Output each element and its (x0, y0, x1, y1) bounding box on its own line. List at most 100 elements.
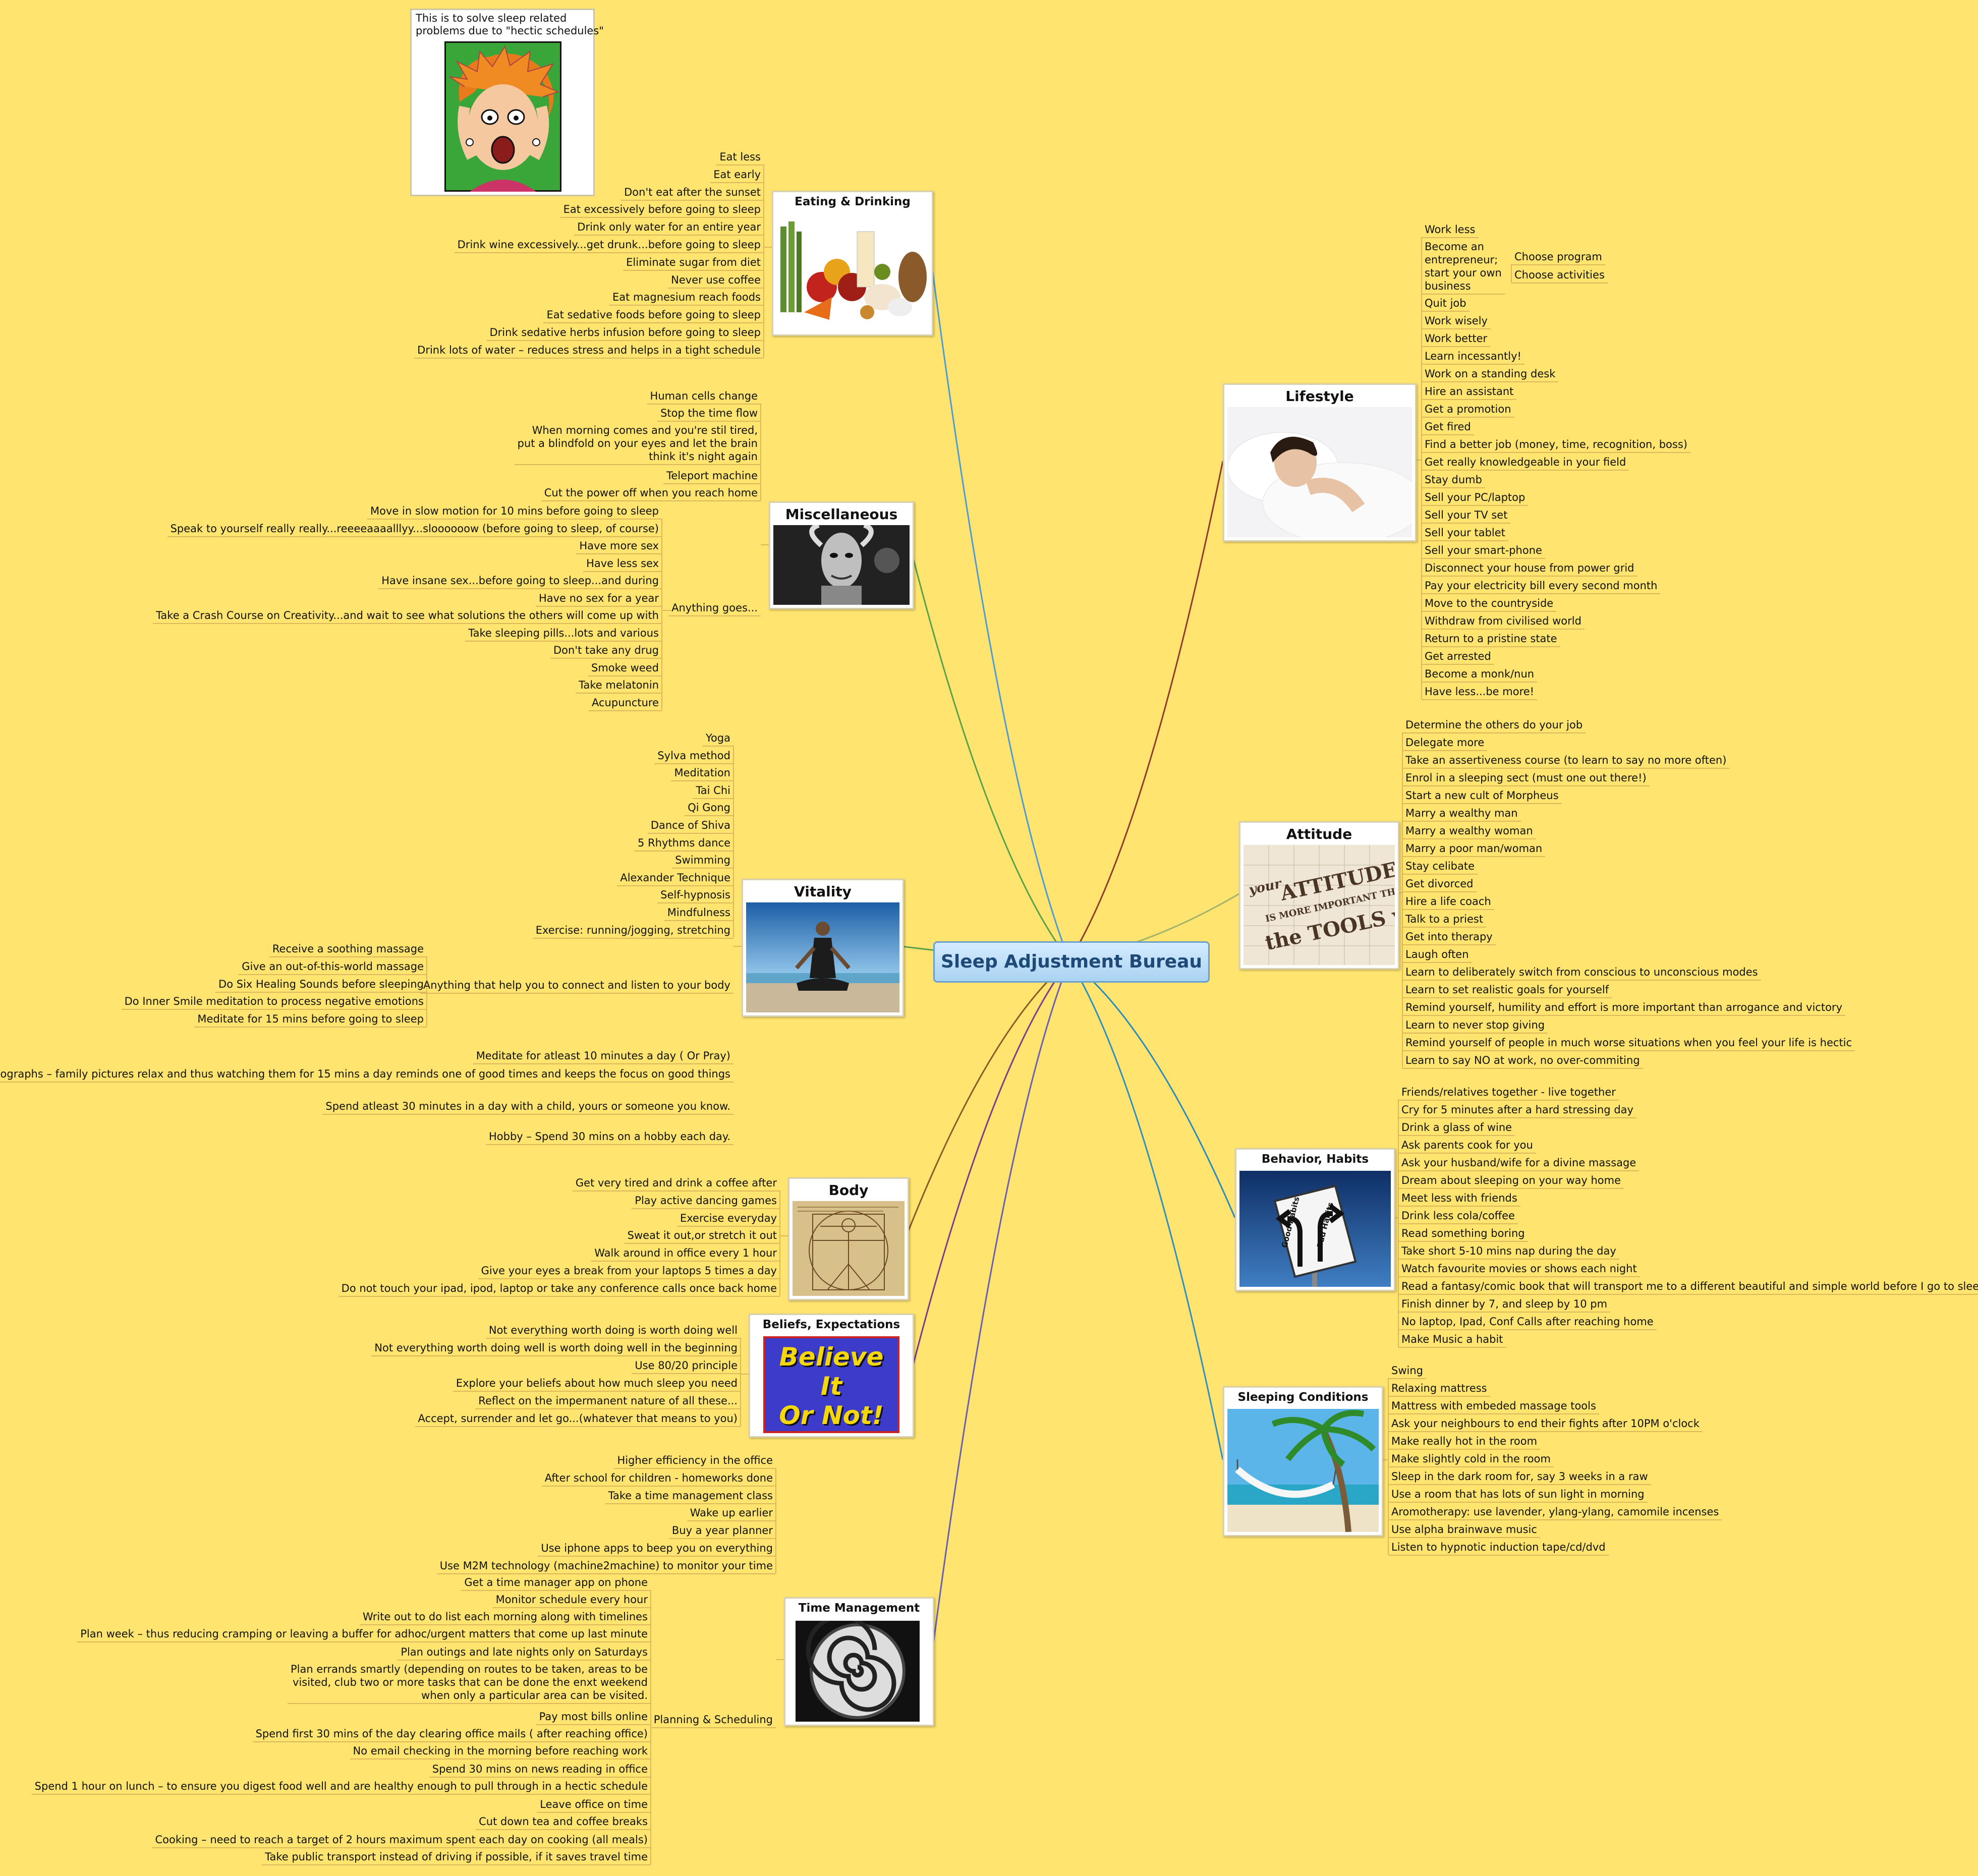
leaf-item[interactable]: Eat sedative foods before going to sleep (543, 308, 764, 324)
leaf-item[interactable]: Aromotherapy: use lavender, ylang-ylang,… (1388, 1505, 1722, 1520)
leaf-item[interactable]: Work less (1422, 223, 1479, 238)
leaf-item[interactable]: Explore your beliefs about how much slee… (453, 1377, 741, 1392)
leaf-item[interactable]: Stay celibate (1402, 860, 1478, 875)
leaf-item[interactable]: Become an entrepreneur; start your own b… (1422, 240, 1505, 295)
leaf-item[interactable]: Talk to a priest (1402, 913, 1487, 928)
leaf-item[interactable]: Cry for 5 minutes after a hard stressing… (1398, 1103, 1636, 1118)
leaf-item[interactable]: Spend 30 mins on news reading in office (429, 1763, 651, 1778)
leaf-item[interactable]: Work wisely (1422, 314, 1491, 329)
leaf-item[interactable]: Learn to say NO at work, no over-commiti… (1402, 1054, 1643, 1069)
leaf-item[interactable]: Sweat it out,or stretch it out (624, 1229, 780, 1244)
leaf-item[interactable]: Meditation (671, 766, 733, 782)
leaf-item[interactable]: Return to a pristine state (1422, 632, 1560, 647)
leaf-item[interactable]: Tai Chi (693, 784, 733, 799)
leaf-item[interactable]: Get very tired and drink a coffee after (572, 1176, 780, 1191)
leaf-item[interactable]: Determine the others do your job (1402, 718, 1586, 733)
leaf-item[interactable]: Read something boring (1398, 1227, 1528, 1242)
leaf-item[interactable]: Learn to never stop giving (1402, 1018, 1548, 1034)
leaf-item[interactable]: Pay your electricity bill every second m… (1422, 579, 1661, 594)
leaf-item[interactable]: Work on a standing desk (1422, 367, 1559, 382)
topic-beliefs-expectations[interactable]: Beliefs, Expectations Believe It Or Not! (749, 1314, 914, 1438)
leaf-item[interactable]: Alexander Technique (617, 871, 733, 886)
leaf-item[interactable]: Photographs – family pictures relax and … (0, 1067, 733, 1083)
leaf-item[interactable]: Hire a life coach (1402, 895, 1494, 910)
leaf-item[interactable]: Sell your smart-phone (1422, 544, 1545, 559)
leaf-item[interactable]: Marry a wealthy woman (1402, 824, 1536, 839)
leaf-item[interactable]: Drink only water for an entire year (574, 220, 764, 236)
leaf-item[interactable]: Plan errands smartly (depending on route… (287, 1663, 651, 1704)
leaf-item[interactable]: Spend atleast 30 minutes in a day with a… (322, 1100, 733, 1115)
topic-sleeping-conditions[interactable]: Sleeping Conditions (1223, 1386, 1383, 1537)
leaf-item[interactable]: Qi Gong (685, 801, 733, 817)
leaf-item[interactable]: Take melatonin (576, 678, 662, 694)
leaf-item[interactable]: Use M2M technology (machine2machine) to … (436, 1559, 776, 1574)
topic-vitality[interactable]: Vitality (742, 879, 904, 1017)
leaf-item[interactable]: No email checking in the morning before … (350, 1744, 651, 1759)
leaf-item[interactable]: Have no sex for a year (535, 592, 662, 607)
leaf-item[interactable]: Higher efficiency in the office (614, 1454, 776, 1469)
leaf-item[interactable]: Enrol in a sleeping sect (must one out t… (1402, 771, 1650, 786)
leaf-item[interactable]: Take short 5-10 mins nap during the day (1398, 1244, 1619, 1260)
leaf-item[interactable]: Don't take any drug (550, 644, 662, 659)
leaf-item[interactable]: Ask your husband/wife for a divine massa… (1398, 1156, 1640, 1171)
leaf-item[interactable]: Give your eyes a break from your laptops… (478, 1264, 780, 1279)
leaf-item[interactable]: Plan outings and late nights only on Sat… (398, 1645, 651, 1661)
leaf-item[interactable]: Choose activities (1511, 268, 1608, 283)
leaf-item[interactable]: Not everything worth doing well is worth… (371, 1341, 741, 1356)
leaf-item[interactable]: Remind yourself of people in much worse … (1402, 1036, 1855, 1051)
leaf-item[interactable]: Exercise everyday (676, 1212, 780, 1227)
leaf-item[interactable]: 5 Rhythms dance (635, 836, 733, 851)
leaf-item[interactable]: Get fired (1422, 420, 1474, 435)
leaf-item[interactable]: Move to the countryside (1422, 597, 1557, 612)
leaf-item[interactable]: Do Inner Smile meditation to process neg… (121, 995, 427, 1010)
leaf-item[interactable]: Hobby – Spend 30 mins on a hobby each da… (485, 1130, 733, 1145)
leaf-item[interactable]: Make Music a habit (1398, 1333, 1506, 1348)
leaf-item[interactable]: Eat excessively before going to sleep (560, 203, 764, 218)
central-topic[interactable]: Sleep Adjustment Bureau (933, 941, 1210, 983)
leaf-item[interactable]: Cooking – need to reach a target of 2 ho… (152, 1833, 651, 1848)
topic-time-management[interactable]: Time Management (784, 1597, 934, 1726)
leaf-item[interactable]: Take an assertiveness course (to learn t… (1402, 754, 1730, 769)
leaf-item[interactable]: Don't eat after the sunset (621, 186, 764, 201)
leaf-item[interactable]: Use alpha brainwave music (1388, 1523, 1540, 1538)
leaf-item[interactable]: Move in slow motion for 10 mins before g… (367, 504, 662, 520)
leaf-item[interactable]: Work better (1422, 332, 1491, 347)
leaf-item[interactable]: Human cells change (647, 389, 761, 405)
leaf-item[interactable]: Get a time manager app on phone (461, 1576, 651, 1591)
leaf-item[interactable]: Have more sex (576, 539, 662, 554)
leaf-item[interactable]: Learn to deliberately switch from consci… (1402, 965, 1761, 981)
leaf-item[interactable]: Find a better job (money, time, recognit… (1422, 438, 1690, 453)
leaf-item[interactable]: Get arrested (1422, 650, 1494, 665)
leaf-item[interactable]: Smoke weed (588, 661, 662, 676)
leaf-item[interactable]: Drink less cola/coffee (1398, 1209, 1518, 1224)
leaf-item[interactable]: Make slightly cold in the room (1388, 1452, 1554, 1467)
leaf-item[interactable]: Have less sex (583, 557, 662, 572)
topic-body[interactable]: Body (788, 1177, 909, 1300)
leaf-item[interactable]: Relaxing mattress (1388, 1382, 1490, 1397)
leaf-item[interactable]: Ask your neighbours to end their fights … (1388, 1417, 1703, 1432)
topic-behavior-habits[interactable]: Behavior, Habits Good Habits Bad Habits (1235, 1148, 1395, 1291)
leaf-item[interactable]: Watch favourite movies or shows each nig… (1398, 1262, 1640, 1277)
leaf-item[interactable]: Have less...be more! (1422, 685, 1538, 700)
leaf-item[interactable]: Eliminate sugar from diet (623, 256, 764, 271)
leaf-item[interactable]: Stop the time flow (657, 407, 761, 422)
leaf-item[interactable]: Eat early (710, 168, 764, 183)
leaf-item[interactable]: Wake up earlier (687, 1506, 776, 1522)
leaf-item[interactable]: Finish dinner by 7, and sleep by 10 pm (1398, 1297, 1611, 1313)
topic-lifestyle[interactable]: Lifestyle (1223, 383, 1417, 542)
leaf-item[interactable]: Marry a poor man/woman (1402, 842, 1546, 857)
leaf-item[interactable]: Accept, surrender and let go...(whatever… (415, 1412, 741, 1427)
leaf-item[interactable]: Quit job (1422, 297, 1470, 312)
leaf-item[interactable]: Pay most bills online (536, 1710, 651, 1725)
leaf-item[interactable]: Walk around in office every 1 hour (591, 1246, 780, 1262)
topic-eating-drinking[interactable]: Eating & Drinking (772, 191, 933, 336)
leaf-item[interactable]: Remind yourself, humility and effort is … (1402, 1001, 1845, 1016)
leaf-item[interactable]: Get really knowledgeable in your field (1422, 456, 1629, 471)
leaf-item[interactable]: Speak to yourself really really...reeeea… (167, 522, 662, 537)
leaf-item[interactable]: Teleport machine (663, 469, 761, 484)
leaf-item[interactable]: Spend first 30 mins of the day clearing … (252, 1727, 651, 1742)
leaf-item[interactable]: Take a Crash Course on Creativity...and … (153, 609, 662, 624)
leaf-item[interactable]: Do Six Healing Sounds before sleeping (215, 978, 427, 993)
leaf-item[interactable]: Anything goes... (668, 601, 761, 616)
leaf-item[interactable]: Plan week – thus reducing cramping or le… (77, 1627, 651, 1642)
